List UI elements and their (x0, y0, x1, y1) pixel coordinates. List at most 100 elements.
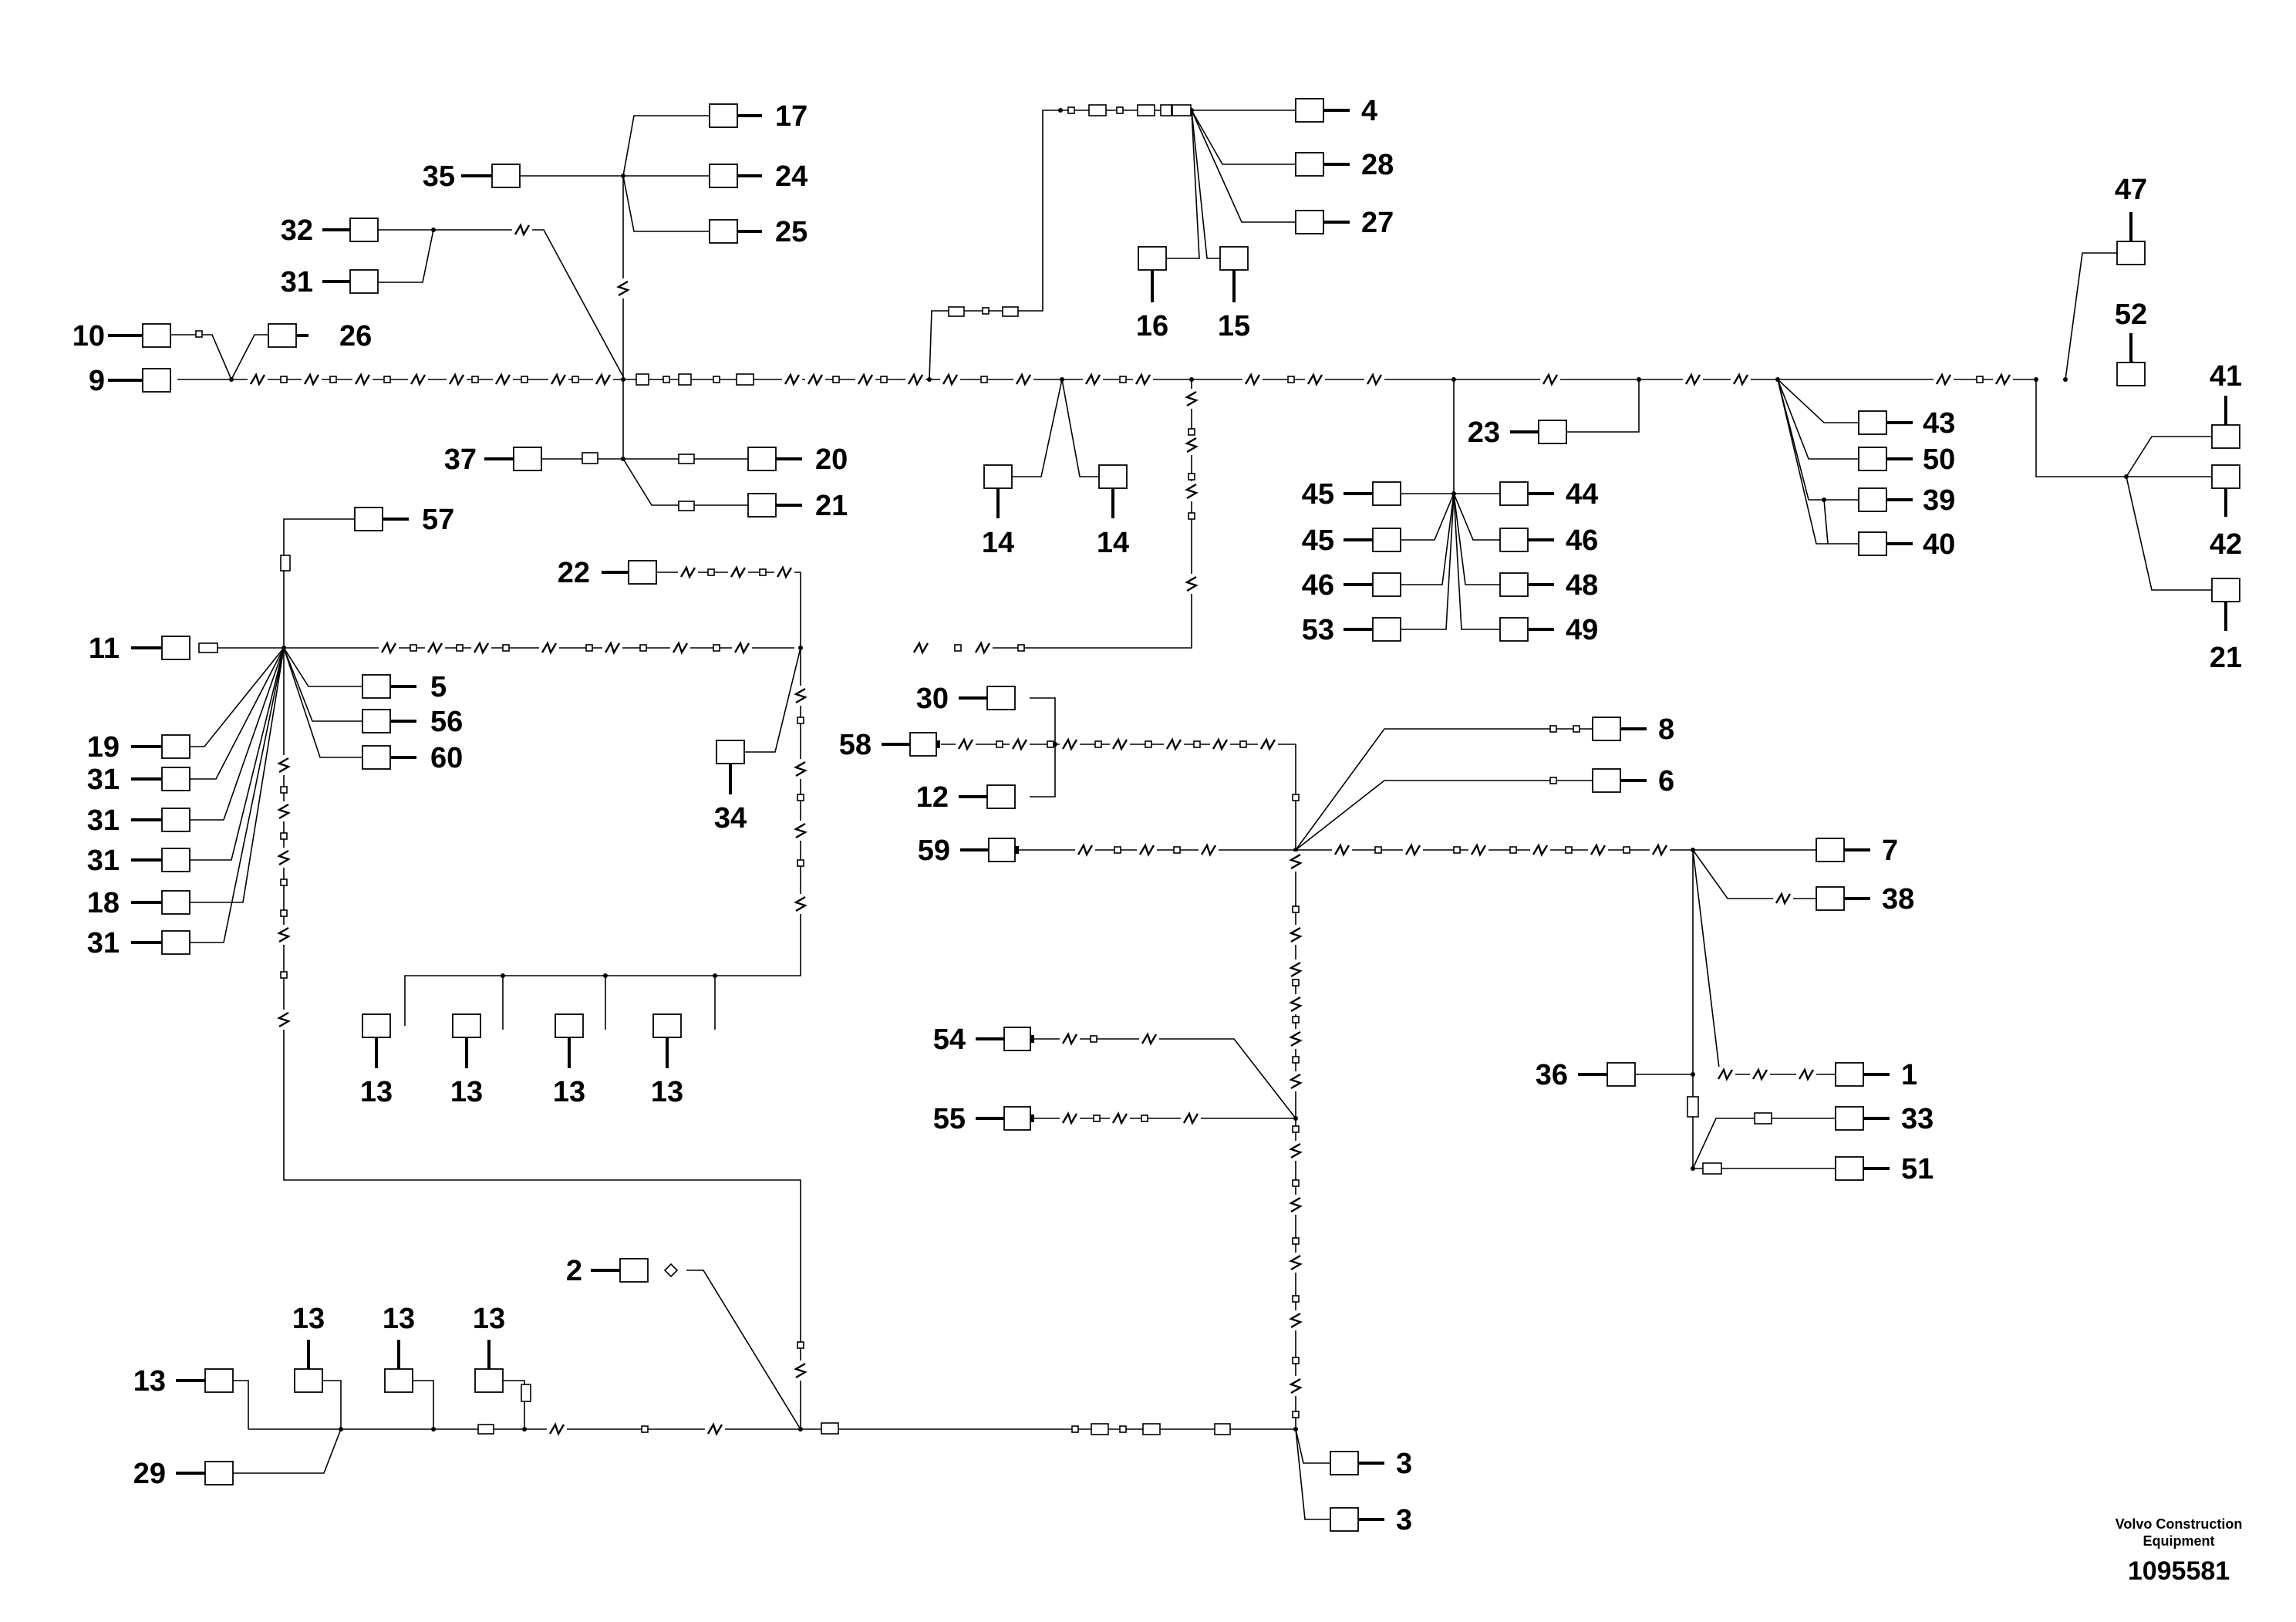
callout-labels: 10 9 26 32 31 35 17 24 25 37 20 21 4 28 … (72, 95, 2242, 1536)
callout-30: 30 (916, 683, 949, 715)
callout-13-bl: 13 (133, 1365, 166, 1398)
callout-13-r3: 13 (553, 1076, 585, 1108)
callout-14-right: 14 (1097, 527, 1129, 559)
callout-33: 33 (1901, 1103, 1934, 1135)
callout-31-c: 31 (87, 804, 120, 837)
callout-57: 57 (422, 504, 454, 536)
wire-21 (622, 458, 748, 506)
callout-23: 23 (1468, 416, 1500, 449)
callout-12: 12 (916, 781, 949, 814)
callout-11: 11 (89, 632, 120, 665)
wire-15 (1191, 110, 1220, 259)
callout-31-e: 31 (87, 927, 120, 959)
wire-8 (1295, 728, 1593, 851)
callout-9: 9 (89, 365, 105, 397)
wire-10 (170, 334, 232, 380)
callout-21-right: 21 (2210, 642, 2242, 674)
callout-22: 22 (558, 557, 590, 589)
brand-line-1: Volvo Construction (2116, 1516, 2243, 1532)
callout-54: 54 (933, 1023, 966, 1056)
callout-49: 49 (1566, 614, 1598, 646)
wire-33 (1692, 1118, 1836, 1169)
callout-44: 44 (1566, 478, 1598, 511)
callout-31-b: 31 (87, 764, 120, 796)
wire-13-b2 (413, 1380, 434, 1429)
break-marks (246, 221, 2014, 1438)
callout-55: 55 (933, 1103, 966, 1135)
callout-8: 8 (1658, 713, 1674, 746)
callout-20: 20 (815, 443, 848, 476)
wire-23b (1566, 379, 1640, 433)
wire-26 (231, 334, 268, 380)
wire-1 (1692, 849, 1836, 1075)
callout-31-d: 31 (87, 845, 120, 877)
wire-41 (2126, 436, 2212, 477)
callout-38: 38 (1882, 883, 1914, 916)
wire-21r (2126, 476, 2212, 591)
callout-13-b1: 13 (292, 1303, 325, 1335)
components (108, 98, 2240, 1532)
wire-13-bl (233, 1380, 249, 1429)
callout-13-r2: 13 (450, 1076, 483, 1108)
callout-25: 25 (775, 216, 807, 248)
callout-7: 7 (1882, 835, 1898, 867)
callout-13-b3: 13 (473, 1303, 505, 1335)
callout-19: 19 (87, 731, 120, 764)
callout-21-left: 21 (815, 490, 848, 522)
callout-31-top: 31 (281, 266, 313, 298)
callout-56: 56 (430, 706, 463, 738)
callout-45-b: 45 (1302, 524, 1334, 557)
callout-47: 47 (2115, 174, 2147, 206)
callout-43: 43 (1923, 407, 1955, 440)
callout-14-left: 14 (982, 527, 1014, 559)
callout-6: 6 (1658, 765, 1674, 798)
callout-50: 50 (1923, 443, 1955, 476)
wire-3b (1295, 1428, 1330, 1520)
callout-5: 5 (430, 671, 447, 703)
wire-31-top (378, 229, 434, 283)
callout-18: 18 (87, 887, 120, 919)
callout-10: 10 (72, 320, 105, 352)
callout-3-a: 3 (1396, 1448, 1412, 1480)
wire-13-b3 (503, 1380, 525, 1429)
callout-58: 58 (839, 729, 872, 761)
inline-connectors (195, 104, 1984, 1435)
callout-13-b2: 13 (383, 1303, 415, 1335)
callout-41: 41 (2210, 360, 2242, 393)
callout-1: 1 (1901, 1059, 1917, 1091)
wire-14b (1061, 379, 1099, 477)
callout-37: 37 (444, 443, 477, 476)
wire-29 (233, 1428, 342, 1474)
callout-36: 36 (1536, 1059, 1568, 1091)
wire-25 (622, 175, 710, 232)
wire-16 (1166, 110, 1200, 259)
callout-28: 28 (1361, 149, 1394, 181)
fan-11 (189, 647, 362, 943)
wires (170, 110, 2212, 1520)
wire-17 (622, 115, 710, 177)
callout-15: 15 (1218, 310, 1250, 342)
callout-4: 4 (1361, 95, 1377, 127)
wire-30-12 (1030, 697, 1056, 798)
footer: Volvo Construction Equipment 1095581 (2116, 1516, 2243, 1586)
wire-3a (1295, 1428, 1330, 1464)
callout-46-right: 46 (1566, 524, 1598, 557)
wire-57 (283, 518, 355, 648)
callout-42: 42 (2210, 528, 2242, 561)
callout-45-a: 45 (1302, 478, 1334, 511)
callout-17: 17 (775, 100, 807, 133)
callout-29: 29 (133, 1458, 166, 1490)
callout-3-b: 3 (1396, 1504, 1412, 1536)
wire-2 (686, 1270, 801, 1430)
wire-38 (1692, 849, 1816, 899)
wire-27 (1191, 110, 1296, 223)
callout-26: 26 (339, 320, 372, 352)
wire-47 (2065, 252, 2117, 380)
callout-40: 40 (1923, 528, 1955, 561)
callout-13-r1: 13 (360, 1076, 393, 1108)
brand-line-2: Equipment (2143, 1533, 2215, 1549)
junction-dots (229, 108, 2129, 1431)
callout-13-r4: 13 (651, 1076, 683, 1108)
callout-60: 60 (430, 742, 463, 774)
